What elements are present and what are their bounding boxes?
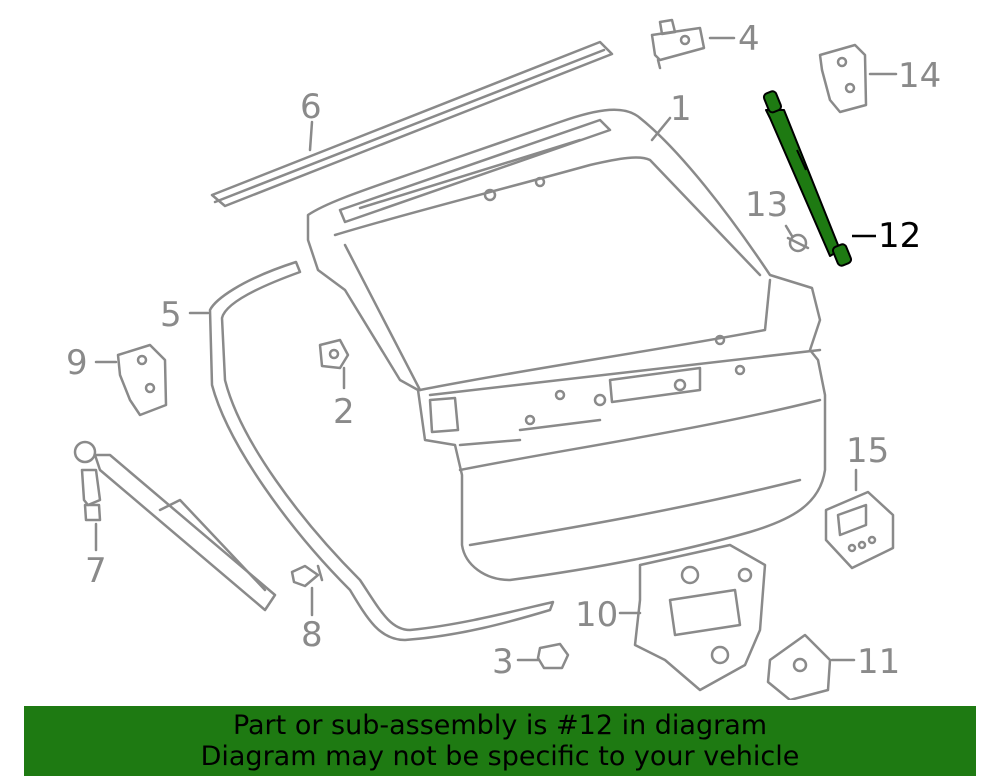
callout-14: 14: [898, 56, 941, 96]
part-2-bracket: [318, 338, 350, 370]
part-15-module: [824, 490, 895, 570]
part-3-bumper: [536, 642, 570, 670]
callout-3: 3: [492, 642, 514, 682]
part-10-latch: [633, 543, 767, 692]
callout-1: 1: [670, 89, 692, 129]
callout-15: 15: [846, 431, 889, 471]
part-7-strut: [73, 440, 277, 612]
part-8-pin: [290, 564, 324, 588]
part-13-pin: [786, 233, 810, 253]
part-9-hinge-bracket: [116, 343, 168, 417]
part-14-bracket: [818, 43, 868, 114]
callout-6: 6: [300, 87, 322, 127]
banner-line-1: Part or sub-assembly is #12 in diagram: [232, 710, 768, 741]
parts-diagram: 1 2 3 4 5 6 7 8 9 10 11 12 13 14 15: [66, 18, 941, 700]
callout-labels: 1 2 3 4 5 6 7 8 9 10 11 12 13 14 15: [66, 19, 941, 682]
banner-line-2: Diagram may not be specific to your vehi…: [200, 741, 800, 772]
part-5-weatherstrip: [208, 260, 555, 642]
leader-lines: [94, 36, 898, 662]
part-11-striker: [766, 633, 832, 700]
callout-9: 9: [66, 343, 88, 383]
callout-5: 5: [160, 295, 182, 335]
callout-7: 7: [85, 551, 107, 591]
info-banner: Part or sub-assembly is #12 in diagram D…: [24, 706, 976, 776]
callout-12: 12: [878, 216, 921, 256]
callout-13: 13: [745, 185, 788, 225]
part-6-spoiler-strip: [210, 40, 614, 208]
callout-10: 10: [575, 595, 618, 635]
callout-8: 8: [301, 615, 323, 655]
callout-11: 11: [857, 642, 900, 682]
part-4-clip: [650, 18, 706, 70]
part-12-gas-strut: [762, 90, 853, 267]
part-1-liftgate: [306, 108, 827, 582]
callout-2: 2: [333, 392, 355, 432]
callout-4: 4: [738, 19, 760, 59]
